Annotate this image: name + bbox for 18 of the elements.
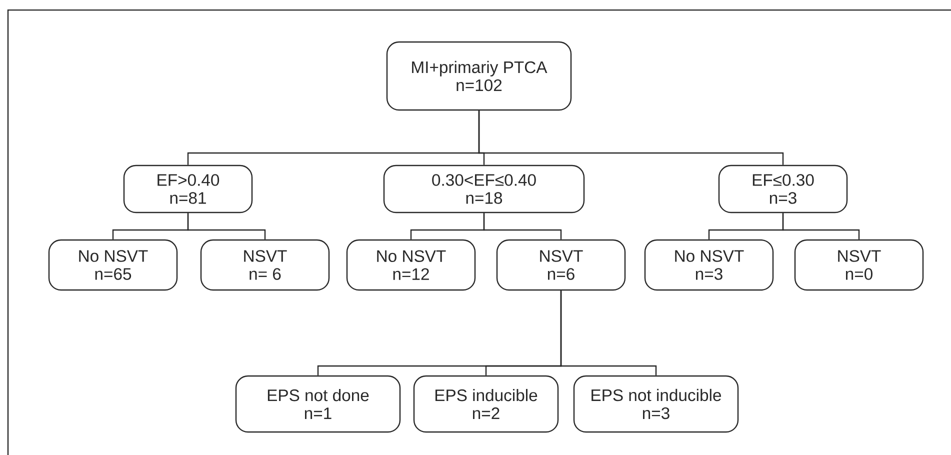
connector-line (478, 110, 784, 165)
connector-line (187, 213, 266, 240)
rounded-box: No NSVT n=12 (346, 239, 476, 291)
connector-line (782, 213, 860, 240)
rounded-box: EF>0.40 n=81 (123, 164, 253, 214)
rounded-box: EPS not inducible n=3 (573, 375, 739, 433)
rounded-box: EF≤0.30 n=3 (718, 164, 848, 214)
rounded-box: EPS not done n=1 (235, 375, 401, 433)
connector-line (483, 213, 562, 240)
rounded-box: NSVT n=0 (794, 239, 924, 291)
rounded-box: EPS inducible n=2 (413, 375, 559, 433)
rounded-box: NSVT n= 6 (200, 239, 330, 291)
connector-line (560, 290, 657, 376)
rounded-box: No NSVT n=65 (48, 239, 178, 291)
rounded-box: 0.30<EF≤0.40 n=18 (383, 164, 585, 214)
rounded-box: No NSVT n=3 (644, 239, 774, 291)
rounded-box: MI+primariy PTCA n=102 (386, 41, 572, 111)
rounded-box: NSVT n=6 (496, 239, 626, 291)
